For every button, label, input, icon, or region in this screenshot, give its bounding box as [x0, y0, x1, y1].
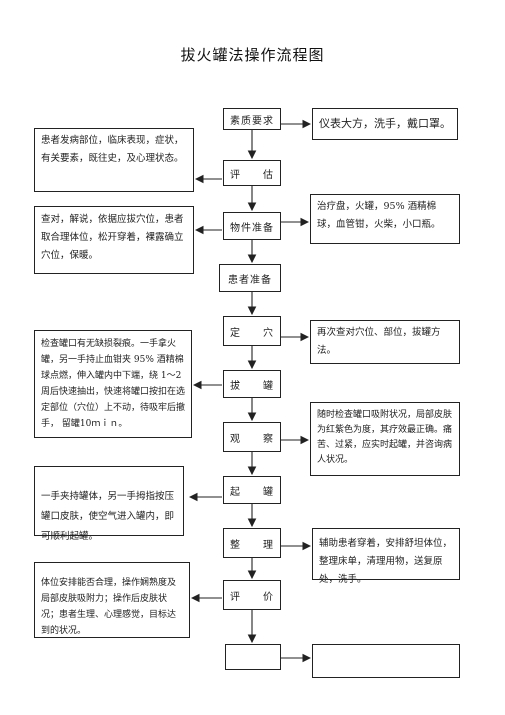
- step-apply-cup: 拔 罐: [223, 370, 281, 398]
- step-final-empty: [225, 644, 281, 670]
- note-patient-preparation-details: 查对，解说，依据应拔穴位，患者取合理体位，松开穿着，裸露确立穴位，保暖。: [34, 206, 194, 274]
- note-tidy-details: 辅助患者穿着，安排舒坦体位，整理床单，清理用物，送复原处，洗手。: [312, 528, 460, 585]
- note-recheck-acupoint: 再次查对穴位、部位，拔罐方法。: [310, 320, 460, 364]
- note-cupping-procedure: 检查罐口有无缺损裂痕。一手拿火罐，另一手持止血钳夹 95% 酒精棉球点燃，伸入罐…: [34, 330, 192, 438]
- note-final-empty: [312, 644, 460, 678]
- step-patient-preparation: 患者准备: [219, 264, 281, 292]
- step-quality-requirements: 素质要求: [223, 108, 281, 130]
- step-remove-cup: 起 罐: [223, 476, 281, 504]
- note-evaluation-criteria: 体位安排能否合理，操作娴熟度及局部皮肤吸附力；操作后皮肤状况；患者生理、心理感觉…: [34, 562, 190, 638]
- note-observation-details: 随时检查罐口吸附状况，局部皮肤为红紫色为度，其疗效最正确。痛苦、过紧，应实时起罐…: [310, 402, 460, 476]
- step-assessment: 评 估: [223, 160, 281, 186]
- note-remove-cup-method: 一手夹持罐体，另一手拇指按压罐口皮肤，使空气进入罐内，即可顺利起罐。: [34, 466, 184, 542]
- step-tidy-up: 整 理: [223, 528, 281, 558]
- step-evaluate: 评 价: [223, 580, 281, 610]
- note-dress-code: 仪表大方，洗手，戴口罩。: [312, 108, 458, 140]
- step-locate-acupoint: 定 穴: [223, 316, 281, 346]
- page-title: 拔火罐法操作流程图: [180, 46, 325, 64]
- note-assessment-details: 患者发病部位，临床表现，症状，有关要素，既往史，及心理状态。: [34, 128, 194, 192]
- step-observe: 观 察: [223, 422, 281, 452]
- step-materials-preparation: 物件准备: [223, 212, 281, 240]
- note-materials-list: 治疗盘，火罐，95% 酒精棉球，血管钳，火柴，小口瓶。: [310, 194, 460, 244]
